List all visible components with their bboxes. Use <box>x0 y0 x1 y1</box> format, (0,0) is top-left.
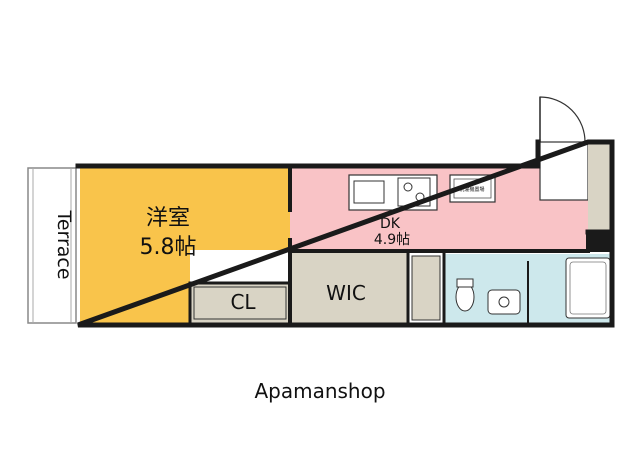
dk-size: 4.9帖 <box>374 232 410 248</box>
closet: CL <box>190 283 290 323</box>
closet-label: CL <box>230 290 256 314</box>
entrance <box>539 96 612 232</box>
washbasin-icon <box>487 289 521 315</box>
washing-machine-label: 洗濯機置場 <box>459 186 484 193</box>
dk-room: DK 4.9帖 <box>290 168 588 250</box>
western-room: 洋室 5.8帖 <box>80 168 290 323</box>
western-room-name: 洋室 <box>146 206 190 231</box>
walls <box>75 139 615 328</box>
storage-closet <box>411 255 441 321</box>
bathroom <box>528 254 612 323</box>
terrace: Terrace <box>27 167 77 324</box>
wic-label: WIC <box>326 281 366 305</box>
bathtub-icon <box>565 257 611 319</box>
dk-name: DK <box>380 216 401 232</box>
walk-in-closet: WIC <box>290 250 408 323</box>
sink-icon <box>353 180 385 204</box>
kitchen-counter <box>348 174 438 211</box>
toilet-room <box>444 254 528 323</box>
western-room-size: 5.8帖 <box>140 235 197 260</box>
brand-watermark: Apamanshop <box>254 379 385 403</box>
terrace-label: Terrace <box>53 209 75 279</box>
entrance-door-icon <box>539 96 586 143</box>
